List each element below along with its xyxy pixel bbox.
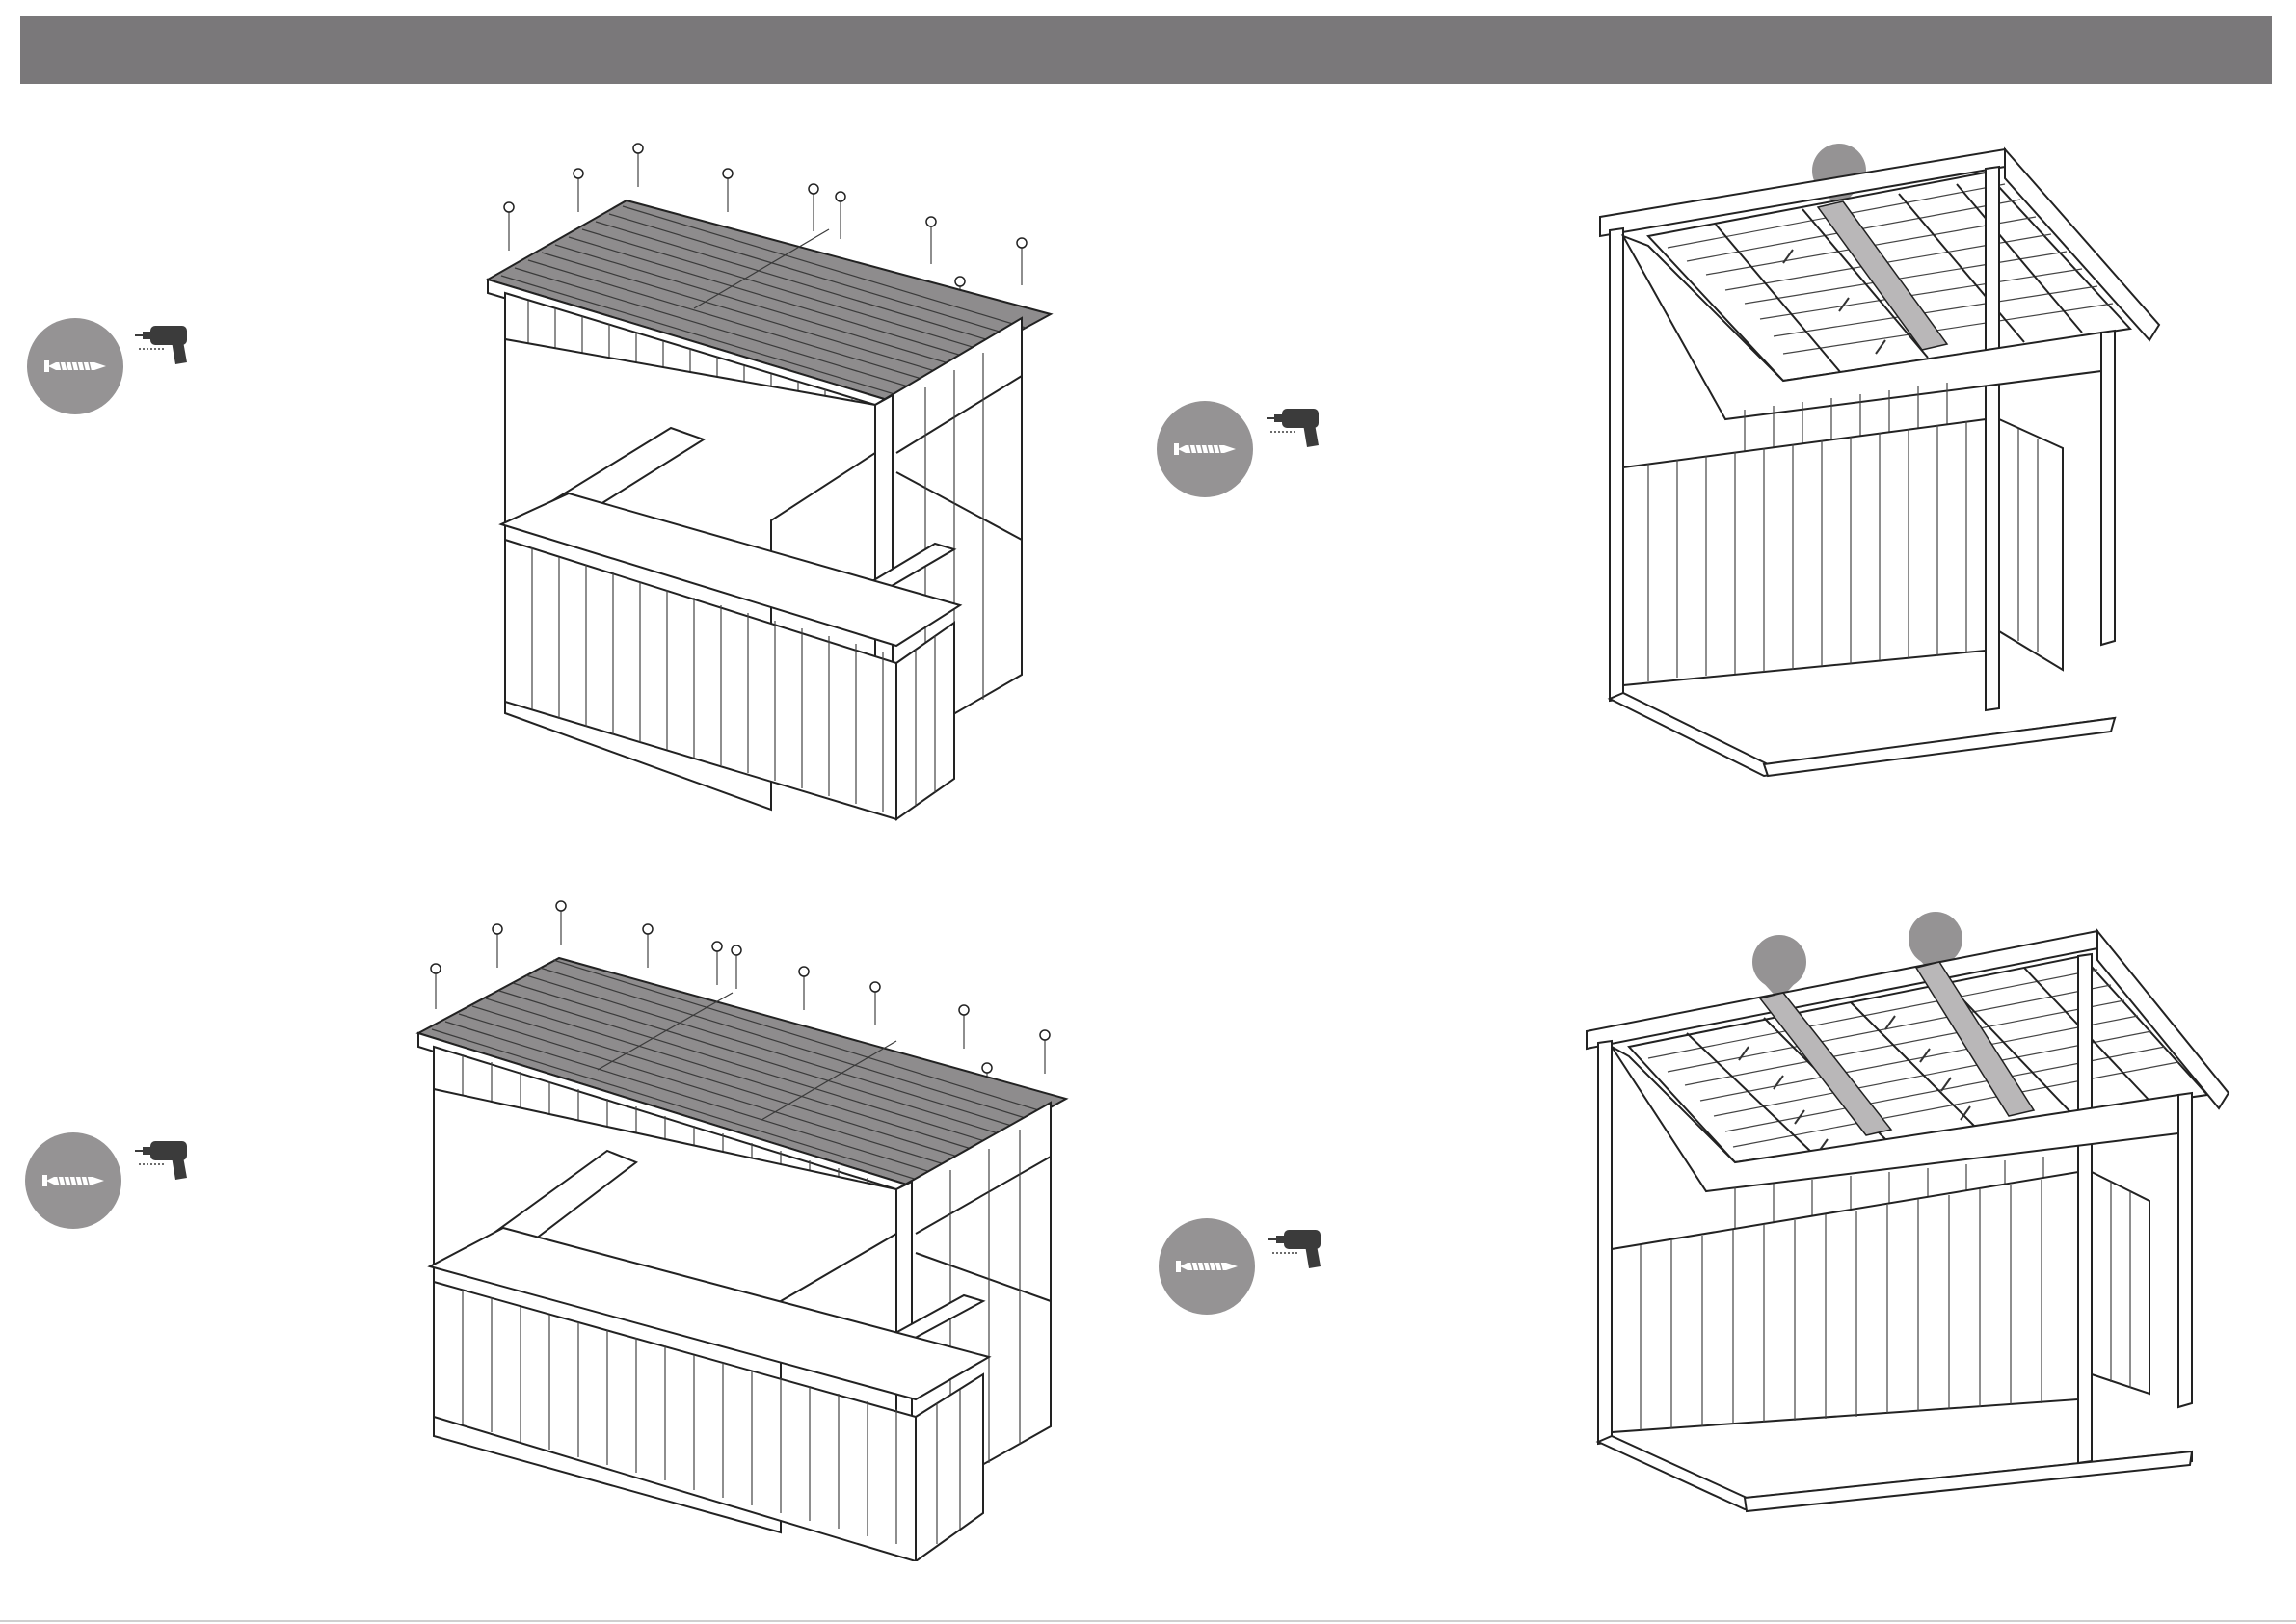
kiosk-rafter-large-illustration [1581,902,2236,1519]
screw-badge-icon [1157,401,1253,497]
footer-rule [0,1620,2296,1622]
screw-icon [1159,1218,1255,1315]
bar-kiosk-large-illustration [414,896,1080,1561]
drill-icon [1268,1226,1334,1274]
screw-badge-icon [25,1132,121,1229]
screw-icon [25,1132,121,1229]
kiosk-rafter-small-illustration [1590,140,2169,795]
drill-icon [135,1137,200,1185]
bar-kiosk-small-illustration [482,135,1080,829]
screw-icon [1157,401,1253,497]
screw-badge-icon [27,318,123,414]
drill-icon [135,322,200,370]
drill-icon [1267,405,1332,453]
screw-badge-icon [1159,1218,1255,1315]
screw-icon [27,318,123,414]
header-bar [20,16,2272,84]
